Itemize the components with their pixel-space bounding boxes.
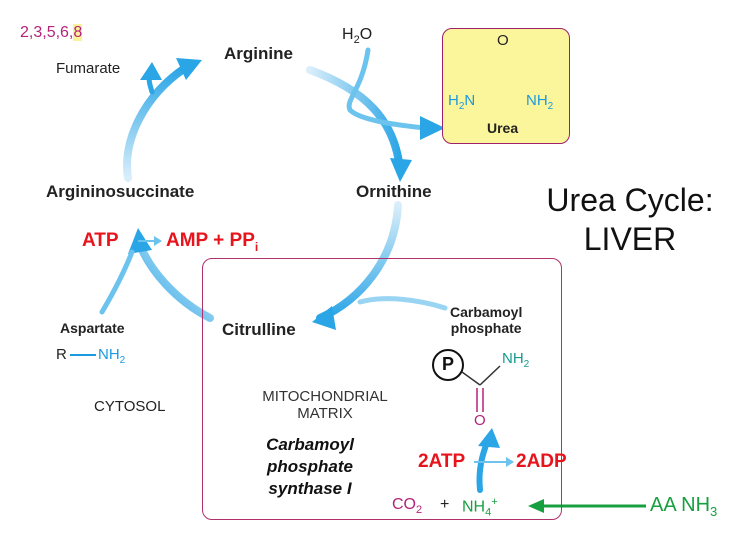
fumarate-label: Fumarate: [56, 60, 121, 77]
carbamoyl-synthesis-arrowhead: [478, 428, 500, 448]
enzyme-label: Carbamoyl phosphate synthase I: [250, 434, 370, 500]
mitochondrial-matrix-box: [202, 258, 562, 520]
reference-numbers: 2,3,5,6,8: [20, 24, 83, 42]
water-input-arrow: [346, 47, 428, 131]
enzyme-line-1: Carbamoyl: [266, 435, 354, 454]
amp-sub: i: [254, 239, 259, 254]
aspartate-sub: 2: [119, 355, 126, 366]
atp-to-amp-arrowhead: [154, 236, 162, 246]
page-title: Urea Cycle: LIVER: [542, 182, 718, 258]
urea-right-amine: NH2: [526, 92, 553, 112]
urea-oxygen: O: [497, 32, 509, 49]
arginine-to-ornithine-arrow: [306, 66, 404, 174]
aspartate-amine: NH2: [98, 346, 125, 366]
nh4-sub: 4: [485, 506, 492, 519]
urea-label: Urea: [487, 120, 519, 136]
enzyme-line-3: synthase I: [268, 479, 352, 498]
urea-left-n: N: [464, 92, 476, 109]
carbamoyl-input-arrow: [357, 296, 448, 311]
urea-left-h: H: [448, 92, 459, 109]
arginine-label: Arginine: [224, 44, 293, 63]
water-label: H2O: [342, 26, 372, 46]
amp-label: AMP + PPi: [166, 230, 258, 254]
water-h: H: [342, 26, 354, 43]
atp2-label: 2ATP: [418, 451, 466, 472]
reference-numbers-prefix: 2,3,5,6,: [20, 24, 74, 41]
atp-to-adp-arrowhead: [506, 457, 514, 467]
aspartate-nh: NH: [98, 346, 120, 363]
co2-main: CO: [392, 496, 416, 513]
mitochondrial-matrix-label: MITOCHONDRIAL MATRIX: [250, 388, 400, 422]
urea-left-amine: H2N: [448, 92, 475, 112]
aa-nh3-arrowhead: [528, 499, 544, 513]
carbamoyl-phosphate-label: Carbamoyl phosphate: [450, 304, 522, 336]
nh4-sup: +: [491, 496, 498, 508]
carbamoyl-oxygen: O: [474, 412, 486, 429]
aspartate-label: Aspartate: [60, 320, 125, 336]
carbamoyl-phosphate-line-1: Carbamoyl: [450, 304, 523, 320]
plus-sign: +: [440, 496, 450, 513]
aa-nh3-main: AA NH: [650, 494, 711, 516]
carbamoyl-bond-nh2: [479, 365, 501, 386]
mito-line-2: MATRIX: [297, 405, 353, 422]
title-line-1: Urea Cycle:: [546, 182, 714, 218]
nh4-main: NH: [462, 498, 486, 516]
aa-nh3-label: AA NH3: [650, 494, 717, 519]
atp-label: ATP: [82, 230, 119, 251]
fumarate-output-arrowhead: [140, 62, 162, 80]
carbamoyl-bond-p: [461, 371, 481, 386]
carbamoyl-amine: NH2: [502, 350, 529, 370]
aspartate-input-arrow: [99, 249, 135, 315]
citrulline-label: Citrulline: [222, 320, 296, 339]
argininosuccinate-to-arginine-arrow: [123, 64, 189, 182]
reference-numbers-highlight: 8: [73, 24, 83, 41]
nh4-label: NH4+: [462, 496, 498, 519]
carbamoyl-nh-sub: 2: [523, 359, 530, 370]
aa-nh3-sub: 3: [710, 504, 718, 519]
argininosuccinate-label: Argininosuccinate: [46, 182, 195, 201]
arginine-to-ornithine-arrowhead: [390, 158, 412, 182]
adp2-label: 2ADP: [516, 451, 567, 472]
urea-box: [442, 28, 570, 144]
carbamoyl-nh: NH: [502, 350, 524, 367]
ornithine-to-citrulline-arrow: [316, 201, 402, 322]
co2-label: CO2: [392, 496, 422, 516]
aspartate-r: R: [56, 346, 67, 363]
carbamoyl-phosphate-line-2: phosphate: [450, 320, 522, 336]
urea-right-nh: NH: [526, 92, 548, 109]
urea-left-sub: 2: [458, 101, 465, 112]
water-o: O: [359, 26, 373, 43]
enzyme-line-2: phosphate: [267, 457, 353, 476]
water-sub: 2: [353, 34, 360, 47]
mito-line-1: MITOCHONDRIAL: [262, 388, 388, 405]
title-line-2: LIVER: [583, 221, 677, 257]
citrulline-to-argininosuccinate-arrow: [136, 241, 214, 322]
urea-right-sub: 2: [547, 101, 554, 112]
argininosuccinate-to-arginine-arrowhead: [176, 58, 202, 80]
amp-text: AMP + PP: [166, 230, 255, 251]
phosphate-circle: [432, 349, 464, 381]
ornithine-to-citrulline-arrowhead: [312, 306, 336, 330]
cytosol-label: CYTOSOL: [94, 398, 166, 415]
co2-sub: 2: [416, 504, 423, 517]
urea-output-arrowhead: [420, 116, 445, 140]
ornithine-label: Ornithine: [356, 182, 432, 201]
phosphate-p: P: [442, 354, 455, 374]
